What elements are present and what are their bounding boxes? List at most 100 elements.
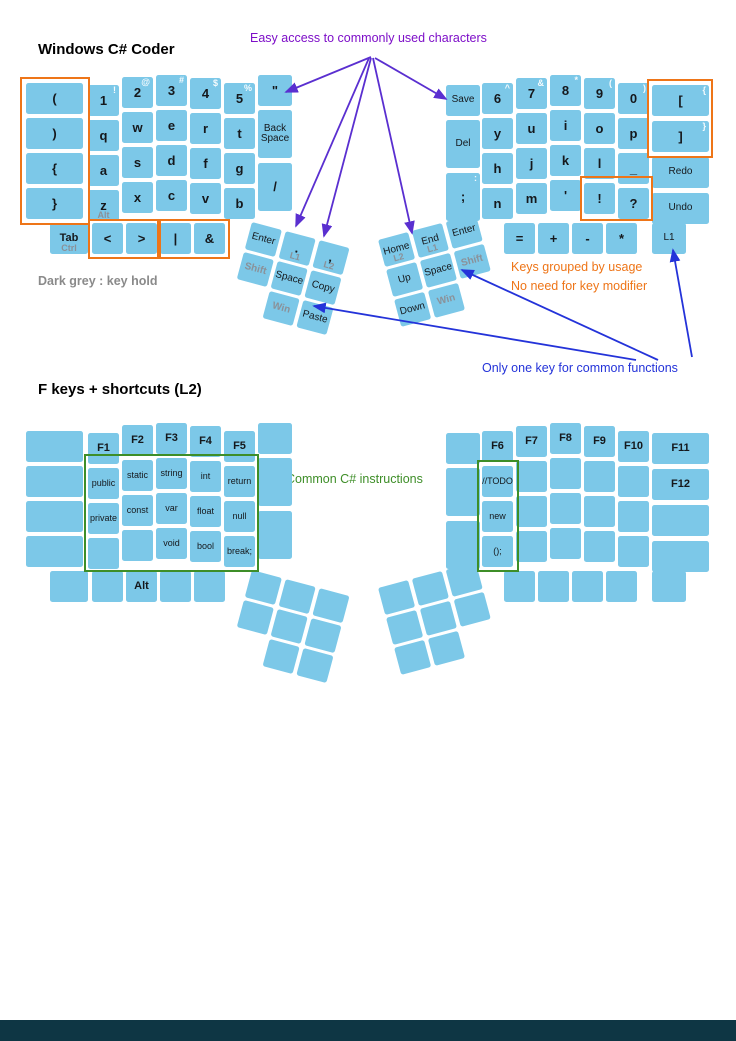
key-label: -: [585, 230, 590, 246]
key-label: ): [52, 125, 57, 141]
key-shift-symbol: ): [643, 83, 646, 93]
note-keys-grouped: Keys grouped by usage No need for key mo…: [511, 258, 647, 296]
key-label: t: [237, 125, 242, 141]
note-dark-grey-key-hold: Dark grey : key hold: [38, 274, 158, 288]
key-f8: F8: [550, 423, 581, 454]
key-0: 0): [618, 83, 649, 114]
key-pipe: |: [160, 223, 191, 254]
key-6: 6^: [482, 83, 513, 114]
key-label: private: [89, 512, 117, 523]
key-blank: [122, 530, 153, 561]
key-blank: [516, 496, 547, 527]
key-hold-label: L1: [426, 241, 439, 255]
key-label: k: [561, 152, 570, 168]
key-label: v: [201, 190, 210, 206]
key-blank: [312, 588, 350, 624]
key-label: float: [196, 505, 214, 516]
key-underscore: _: [618, 153, 649, 184]
key-blank: [618, 536, 649, 567]
key-label: Space: [274, 268, 305, 287]
key-blank: [88, 538, 119, 569]
key-label: h: [493, 160, 502, 176]
key-label: Win: [271, 300, 292, 316]
key-win: Win: [262, 290, 300, 327]
arrow-to-quote-key: [284, 56, 372, 93]
key-blank: [386, 609, 424, 645]
key-asterisk: *: [606, 223, 637, 254]
key-f2: F2: [122, 425, 153, 456]
key-label: m: [525, 190, 538, 206]
key-f12: F12: [652, 469, 709, 500]
key-label: *: [618, 230, 625, 246]
arrow-to-period-key: [295, 57, 370, 228]
key-3: 3#: [156, 75, 187, 106]
key-shift-symbol: #: [178, 75, 184, 85]
key-hold-label: L2: [392, 251, 406, 264]
key-static: static: [122, 460, 153, 491]
key-call-parens-semicolon: ();: [482, 536, 513, 567]
key-null: null: [224, 501, 255, 532]
key-float: float: [190, 496, 221, 527]
key-2: 2@: [122, 77, 153, 108]
key-label: z: [100, 197, 107, 213]
key-hold-label: L1: [288, 250, 302, 263]
key-ampersand: &: [194, 223, 225, 254]
key-label: &: [204, 230, 215, 246]
key-label: 4: [201, 85, 210, 101]
key-label: new: [489, 510, 506, 521]
arrow-to-l1-key: [669, 248, 693, 358]
key-hold-label: Ctrl: [61, 243, 77, 253]
key-question: ?: [618, 188, 649, 219]
key-label: F10: [624, 439, 643, 452]
key-blank: [584, 531, 615, 562]
key-hold-label: L2: [322, 259, 336, 272]
key-w: w: [122, 112, 153, 143]
key-double-quote: ": [258, 75, 292, 106]
key-label: /: [273, 179, 277, 195]
key-greater-than: >: [126, 223, 157, 254]
key-space: Space: [270, 261, 308, 297]
key-label: q: [99, 127, 108, 143]
key-label: 2: [133, 84, 142, 100]
key-label: public: [91, 477, 116, 488]
arrow-to-right-inner-column: [374, 57, 448, 100]
key-label: F5: [233, 439, 246, 452]
key-blank: [427, 630, 466, 666]
key-label: F9: [593, 434, 606, 447]
key-up: Up: [386, 261, 424, 297]
key-label: a: [99, 162, 108, 178]
key-label: !: [597, 190, 602, 206]
key-blank: [258, 511, 292, 559]
key-private: private: [88, 503, 119, 534]
key-f9: F9: [584, 426, 615, 457]
key-s: s: [122, 147, 153, 178]
key-h: h: [482, 153, 513, 184]
key-label: j: [529, 155, 534, 171]
key-shift-symbol: (: [609, 78, 612, 88]
key-b: b: [224, 188, 255, 219]
key-label: F12: [671, 477, 690, 490]
key-f5: F5: [224, 431, 255, 462]
key-label: F3: [165, 431, 178, 444]
key-blank: [50, 571, 88, 602]
key-blank: [652, 571, 686, 602]
key-label: e: [167, 117, 176, 133]
key-blank: [411, 570, 449, 606]
key-const: const: [122, 495, 153, 526]
key-blank: [160, 571, 191, 602]
key-label: static: [126, 469, 148, 480]
key-l: l: [584, 148, 615, 179]
note-common-cs-instructions: Common C# instructions: [286, 472, 423, 486]
key-close-paren: ): [26, 118, 83, 149]
key-label: l: [597, 155, 602, 171]
key-label: s: [133, 154, 142, 170]
key-blank: [446, 468, 480, 516]
layer1-title: Windows C# Coder: [38, 41, 175, 58]
key-blank: [26, 536, 83, 567]
key-label: y: [493, 125, 502, 141]
key-label: Alt: [134, 579, 149, 592]
key-label: var: [165, 502, 178, 513]
key-copy: Copy: [304, 270, 342, 306]
